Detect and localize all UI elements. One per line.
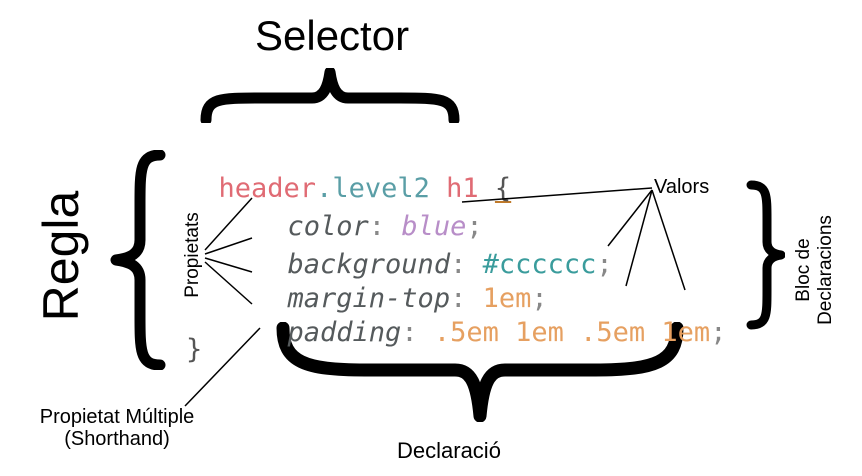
selector-element: header — [218, 173, 317, 204]
selector-tag: h1 — [446, 173, 479, 204]
value-padding: .5em 1em .5em 1em — [433, 317, 711, 348]
pointer-value-blue — [461, 187, 653, 203]
semicolon: ; — [466, 211, 483, 242]
value-blue: blue — [401, 211, 467, 242]
selector-label: Selector — [255, 12, 410, 59]
property-background: background — [287, 249, 451, 280]
property-color: color — [287, 211, 369, 242]
value-hex: #cccccc — [482, 249, 597, 280]
semicolon: ; — [531, 283, 548, 314]
declaration-brace — [275, 321, 685, 423]
code-line-color: color: blue; — [255, 186, 483, 240]
rule-brace — [108, 149, 168, 371]
code-line-margin-top: margin-top: 1em; — [255, 258, 548, 312]
selector-class: level2 — [332, 173, 430, 204]
pointer-value-hex — [607, 189, 653, 247]
code-line-background: background: #cccccc; — [255, 224, 613, 278]
code-close-brace: } — [186, 334, 203, 365]
pointer-color — [204, 197, 253, 251]
pointer-margin-top — [204, 257, 253, 273]
semicolon: ; — [596, 249, 613, 280]
selector-class-dot: . — [316, 173, 333, 204]
colon: : — [368, 211, 386, 242]
open-brace: { — [494, 173, 512, 204]
block-brace — [745, 180, 786, 330]
value-1em: 1em — [482, 283, 532, 314]
property-padding: padding — [287, 317, 402, 348]
code-selector-line: header.level2 h1 { — [186, 148, 512, 204]
pointer-value-padding — [651, 189, 686, 291]
declaration-label: Declaració — [397, 438, 501, 463]
shorthand-label: Propietat Múltiple (Shorthand) — [39, 406, 195, 450]
pointer-background — [204, 237, 253, 255]
property-margin-top: margin-top — [287, 283, 451, 314]
code-line-padding: padding: .5em 1em .5em 1em; — [255, 292, 727, 348]
pointer-shorthand — [184, 327, 261, 407]
colon: : — [401, 317, 418, 348]
selector-brace — [200, 66, 460, 126]
colon: : — [450, 249, 467, 280]
semicolon: ; — [710, 317, 727, 348]
pointer-padding — [204, 261, 253, 305]
pointer-value-1em — [625, 189, 653, 287]
colon: : — [450, 283, 467, 314]
values-label: Valors — [654, 176, 710, 198]
